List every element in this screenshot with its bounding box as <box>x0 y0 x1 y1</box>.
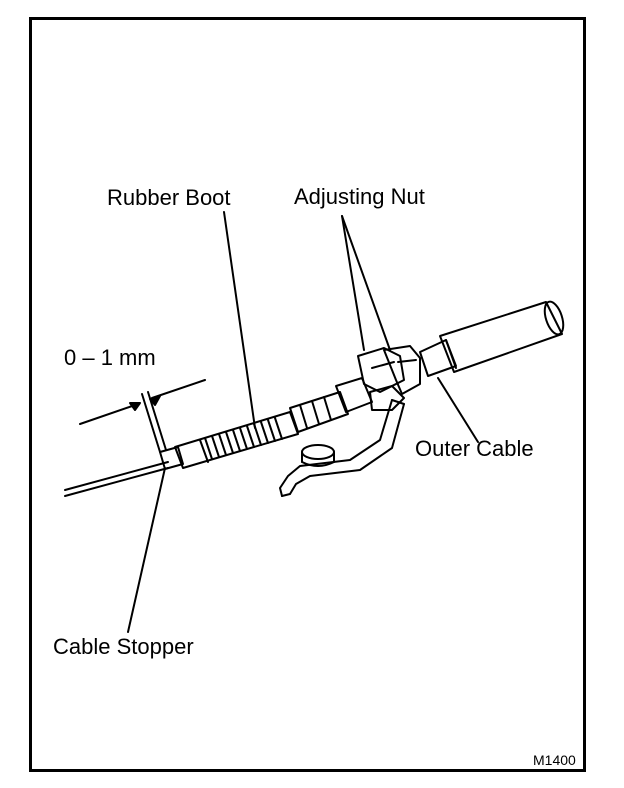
rubber-boot <box>174 411 299 469</box>
label-adjusting-nut: Adjusting Nut <box>294 184 425 209</box>
threaded-sleeve <box>289 377 373 433</box>
mounting-bracket <box>279 399 405 497</box>
figure-frame <box>29 17 586 772</box>
label-rubber-boot: Rubber Boot <box>107 185 231 210</box>
figure-code: M1400 <box>533 752 576 768</box>
label-outer-cable: Outer Cable <box>415 436 534 461</box>
label-clearance: 0 – 1 mm <box>64 345 156 370</box>
cable-stopper <box>159 446 184 470</box>
outer-cable <box>419 300 565 377</box>
adjusting-nuts <box>357 345 421 411</box>
clearance-dimension <box>79 379 206 453</box>
label-cable-stopper: Cable Stopper <box>53 634 194 659</box>
leader-lines <box>127 211 479 633</box>
inner-cable-wire <box>64 461 169 497</box>
